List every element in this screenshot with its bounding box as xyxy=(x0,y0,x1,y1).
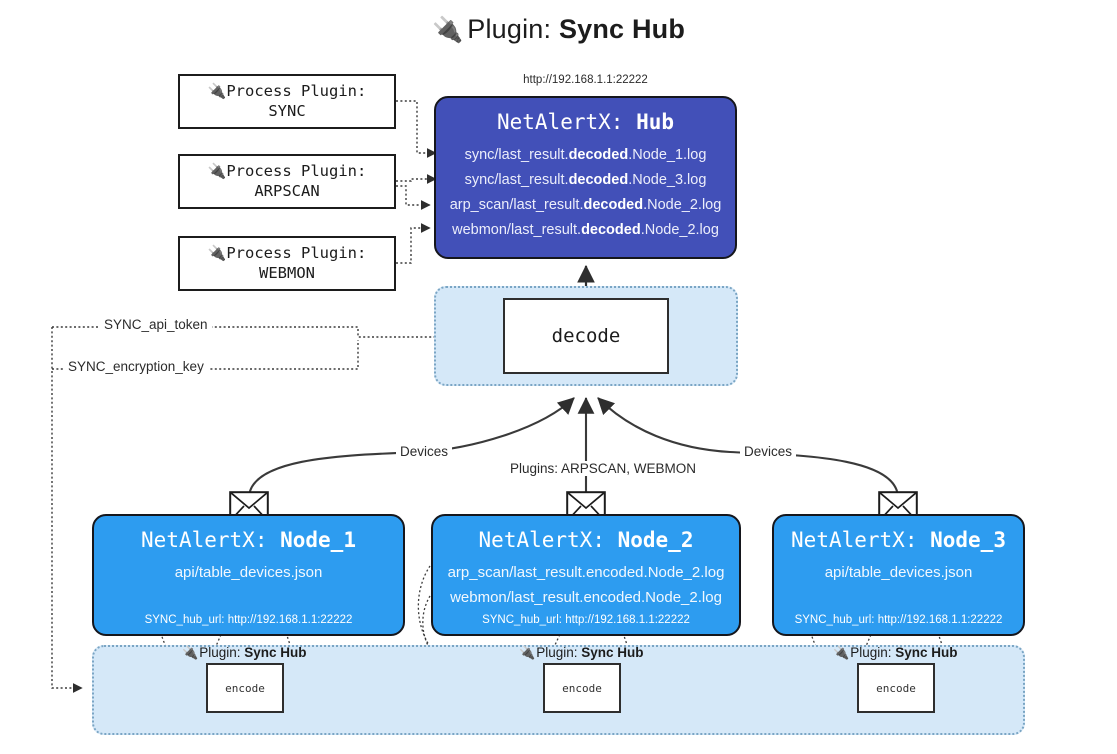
process-plugin-name: WEBMON xyxy=(259,263,315,282)
plug-icon: 🔌 xyxy=(431,16,464,44)
node-title: NetAlertX: Node_1 xyxy=(94,528,403,552)
process-plugin-line1: 🔌Process Plugin: xyxy=(208,82,367,102)
hub-node[interactable]: NetAlertX: Hub sync/last_result.decoded.… xyxy=(434,96,737,259)
log-pre: sync/last_result. xyxy=(464,147,569,163)
log-emphasis: decoded xyxy=(568,147,629,163)
encode-box-1[interactable]: encode xyxy=(206,663,284,713)
encode-plugin-label-3: 🔌Plugin: Sync Hub xyxy=(833,645,957,661)
encode-plugin-label-2: 🔌Plugin: Sync Hub xyxy=(519,645,643,661)
hub-log-line: webmon/last_result.decoded.Node_2.log xyxy=(436,218,735,243)
log-pre: sync/last_result. xyxy=(464,171,569,188)
plug-icon: 🔌 xyxy=(182,645,199,660)
encode-box-3[interactable]: encode xyxy=(857,663,935,713)
process-plugin-line1: 🔌Process Plugin: xyxy=(208,244,367,264)
plug-icon: 🔌 xyxy=(519,645,536,660)
log-pre: webmon/last_result. xyxy=(452,221,582,238)
plug-icon: 🔌 xyxy=(207,81,227,100)
node-box-node-2[interactable]: NetAlertX: Node_2 arp_scan/last_result.e… xyxy=(431,514,741,636)
process-plugin-label: Process Plugin: xyxy=(226,81,367,100)
hub-log-line: sync/last_result.decoded.Node_1.log xyxy=(436,143,735,168)
node-title: NetAlertX: Node_2 xyxy=(433,528,739,552)
page-title: 🔌Plugin: Sync Hub xyxy=(0,14,1117,45)
node-title-name: Node_1 xyxy=(280,528,356,552)
process-plugin-name: ARPSCAN xyxy=(254,181,320,200)
page-title-name: Sync Hub xyxy=(558,14,686,44)
node-title-prefix: NetAlertX: xyxy=(791,528,931,552)
edge-label-left-devices: Devices xyxy=(396,444,453,459)
hub-url-label: http://192.168.1.1:22222 xyxy=(523,74,648,86)
log-emphasis: decoded xyxy=(583,196,644,213)
encode-plugin-prefix: Plugin: xyxy=(850,645,896,660)
node-line-list: api/table_devices.json xyxy=(94,560,403,585)
node-hub-url: SYNC_hub_url: http://192.168.1.1:22222 xyxy=(482,614,690,626)
process-plugin-name: SYNC xyxy=(268,101,306,120)
log-pre: arp_scan/last_result. xyxy=(449,196,584,213)
node-title-prefix: NetAlertX: xyxy=(141,528,281,552)
node-hub-url: SYNC_hub_url: http://192.168.1.1:22222 xyxy=(144,614,353,626)
hub-title: NetAlertX: Hub xyxy=(436,110,735,134)
log-post: .Node_2.log xyxy=(643,196,722,213)
node-line: webmon/last_result.encoded.Node_2.log xyxy=(450,589,722,607)
page-title-prefix: Plugin: xyxy=(467,14,559,44)
process-plugin-label: Process Plugin: xyxy=(226,161,367,180)
encode-plugin-label-1: 🔌Plugin: Sync Hub xyxy=(182,645,306,661)
node-box-node-1[interactable]: NetAlertX: Node_1 api/table_devices.json… xyxy=(92,514,405,636)
process-plugin-line1: 🔌Process Plugin: xyxy=(208,162,367,182)
node-line: api/table_devices.json xyxy=(824,564,973,581)
plug-icon: 🔌 xyxy=(833,645,850,660)
edge-label-center-plugins: Plugins: ARPSCAN, WEBMON xyxy=(506,461,701,476)
log-post: .Node_3.log xyxy=(628,171,707,188)
encode-plugin-prefix: Plugin: xyxy=(199,645,245,660)
process-plugin-box-sync[interactable]: 🔌Process Plugin: SYNC xyxy=(178,74,396,129)
node-line-list: arp_scan/last_result.encoded.Node_2.log … xyxy=(433,560,739,610)
sync-encryption-key-label: SYNC_encryption_key xyxy=(64,359,208,374)
edge-label-right-devices: Devices xyxy=(740,444,797,459)
process-plugin-box-arpscan[interactable]: 🔌Process Plugin: ARPSCAN xyxy=(178,154,396,209)
sync-api-token-label: SYNC_api_token xyxy=(100,317,212,332)
node-line: arp_scan/last_result.encoded.Node_2.log xyxy=(447,564,725,581)
log-post: .Node_2.log xyxy=(640,221,719,238)
decode-box[interactable]: decode xyxy=(503,298,669,374)
hub-log-line: sync/last_result.decoded.Node_3.log xyxy=(436,168,735,193)
hub-title-name: Hub xyxy=(636,110,674,134)
hub-title-prefix: NetAlertX: xyxy=(496,110,637,134)
encode-plugin-prefix: Plugin: xyxy=(536,645,582,660)
node-title: NetAlertX: Node_3 xyxy=(774,528,1023,552)
node-box-node-3[interactable]: NetAlertX: Node_3 api/table_devices.json… xyxy=(772,514,1025,636)
node-hub-url: SYNC_hub_url: http://192.168.1.1:22222 xyxy=(794,614,1003,626)
process-plugin-label: Process Plugin: xyxy=(226,243,367,262)
node-title-name: Node_3 xyxy=(930,528,1006,552)
log-emphasis: decoded xyxy=(581,221,641,238)
log-emphasis: decoded xyxy=(568,171,629,188)
node-title-name: Node_2 xyxy=(617,528,694,552)
log-post: .Node_1.log xyxy=(628,147,707,163)
encode-plugin-name: Sync Hub xyxy=(244,645,307,660)
node-line: api/table_devices.json xyxy=(174,564,323,581)
node-line-list: api/table_devices.json xyxy=(774,560,1023,585)
encode-plugin-name: Sync Hub xyxy=(581,645,644,660)
process-plugin-box-webmon[interactable]: 🔌Process Plugin: WEBMON xyxy=(178,236,396,291)
hub-log-list: sync/last_result.decoded.Node_1.log sync… xyxy=(436,143,735,243)
encode-plugin-name: Sync Hub xyxy=(895,645,958,660)
plug-icon: 🔌 xyxy=(207,243,227,262)
node-title-prefix: NetAlertX: xyxy=(478,528,618,552)
encode-box-2[interactable]: encode xyxy=(543,663,621,713)
hub-log-line: arp_scan/last_result.decoded.Node_2.log xyxy=(436,193,735,218)
plug-icon: 🔌 xyxy=(207,161,227,180)
